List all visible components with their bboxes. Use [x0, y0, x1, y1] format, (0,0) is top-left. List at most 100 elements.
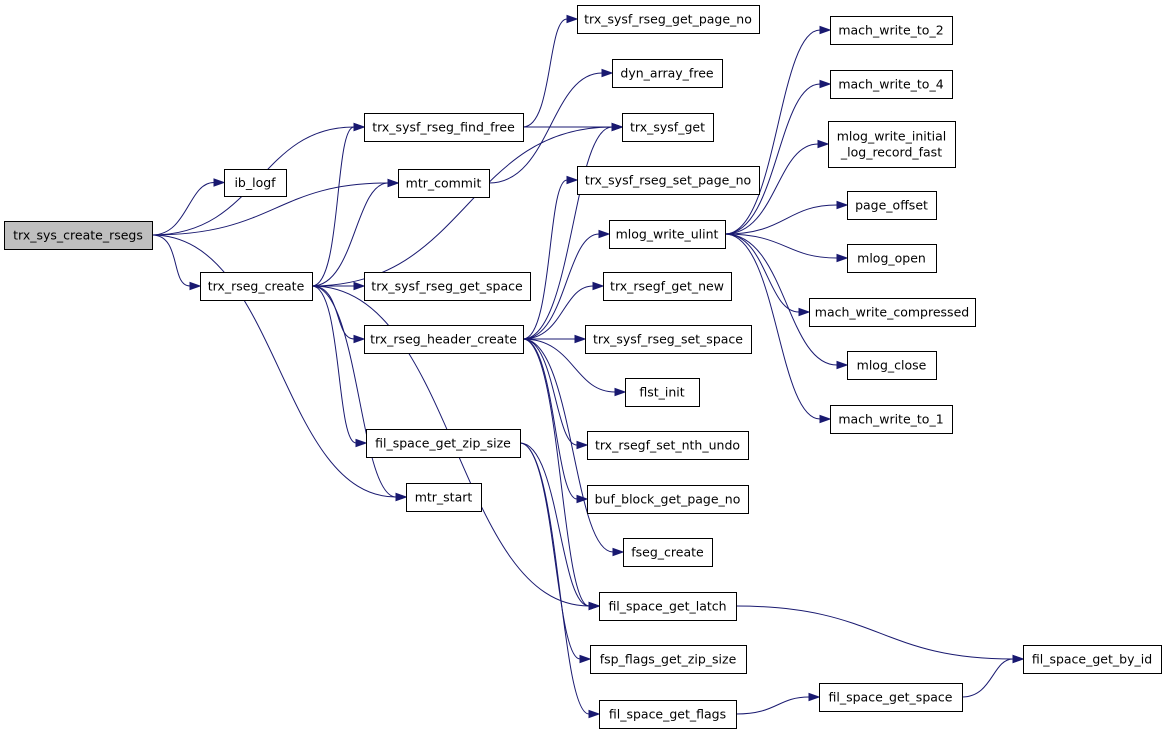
node-mlog-open[interactable]: mlog_open: [847, 244, 937, 273]
node-mach-write-compressed[interactable]: mach_write_compressed: [809, 298, 976, 327]
node-box: [830, 70, 953, 99]
node-label: trx_sysf_rseg_find_free: [372, 120, 515, 135]
node-box: [609, 220, 726, 249]
node-box: [406, 483, 482, 512]
node-fil-space-get-space[interactable]: fil_space_get_space: [819, 683, 963, 712]
arrowhead-trx-sysf-rseg-set-space: [574, 334, 587, 344]
node-mach-write-to-1[interactable]: mach_write_to_1: [830, 405, 953, 434]
node-label: dyn_array_free: [620, 66, 713, 81]
node-mach-write-to-4[interactable]: mach_write_to_4: [830, 70, 953, 99]
node-box: [366, 429, 521, 458]
arrowhead-trx-rsegf-get-new: [592, 281, 605, 291]
edge-fil-space-get-zip-size-to-fsp-flags-get-zip-size: [519, 442, 581, 660]
node-label: trx_sysf_rseg_set_space: [593, 332, 743, 347]
node-box: [847, 244, 937, 273]
edge-fil-space-get-latch-to-fil-space-get-by-id: [735, 605, 1014, 660]
arrowhead-trx-sysf-rseg-set-page-no: [566, 175, 579, 185]
node-label: page_offset: [855, 198, 928, 213]
arrowhead-ib-logf: [213, 178, 226, 187]
node-fil-space-get-zip-size[interactable]: fil_space_get_zip_size: [366, 429, 521, 458]
node-dyn-array-free[interactable]: dyn_array_free: [612, 59, 723, 88]
node-trx-sysf-get[interactable]: trx_sysf_get: [622, 113, 714, 142]
edge-mtr-commit-to-dyn-array-free: [488, 72, 603, 184]
node-box: [809, 298, 976, 327]
node-trx-rseg-header-create[interactable]: trx_rseg_header_create: [364, 325, 524, 354]
edge-mlog-write-ulint-to-mlog-open: [724, 233, 838, 259]
node-fsp-flags-get-zip-size[interactable]: fsp_flags_get_zip_size: [590, 645, 747, 674]
node-box: [398, 169, 490, 198]
node-label: fil_space_get_latch: [608, 599, 726, 614]
node-box: [828, 121, 956, 168]
arrowhead-fsp-flags-get-zip-size: [579, 654, 592, 664]
node-mlog-close[interactable]: mlog_close: [847, 351, 937, 380]
node-box: [599, 700, 737, 729]
arrowhead-mtr-commit: [387, 178, 400, 188]
edge-trx-rseg-header-create-to-mlog-write-ulint: [522, 233, 600, 340]
node-box: [625, 378, 700, 407]
node-box: [364, 272, 531, 301]
node-flst-init[interactable]: flst_init: [625, 378, 700, 407]
node-label: trx_sysf_rseg_get_page_no: [584, 12, 752, 27]
node-box: [577, 5, 760, 34]
node-mach-write-to-2[interactable]: mach_write_to_2: [830, 16, 953, 45]
node-label: fil_space_get_zip_size: [375, 436, 511, 451]
node-mtr-commit[interactable]: mtr_commit: [398, 169, 490, 198]
node-fil-space-get-flags[interactable]: fil_space_get_flags: [599, 700, 737, 729]
edge-fil-space-get-zip-size-to-fil-space-get-flags: [519, 442, 590, 715]
edge-fil-space-get-zip-size-to-fil-space-get-latch: [519, 442, 590, 607]
node-label: mtr_start: [415, 490, 473, 505]
node-label: mlog_write_ulint: [616, 227, 719, 242]
arrowhead-trx-sysf-rseg-get-page-no: [566, 14, 579, 24]
node-fil-space-get-by-id[interactable]: fil_space_get_by_id: [1023, 645, 1162, 674]
node-label: trx_rseg_create: [208, 279, 305, 294]
node-fil-space-get-latch[interactable]: fil_space_get_latch: [599, 592, 737, 621]
edge-mlog-write-ulint-to-mach-write-compressed: [724, 233, 800, 313]
node-trx-sysf-rseg-set-page-no[interactable]: trx_sysf_rseg_set_page_no: [577, 166, 760, 195]
edge-trx-rseg-create-to-trx-sysf-get: [311, 126, 613, 287]
node-mlog-write-ulint[interactable]: mlog_write_ulint: [609, 220, 726, 249]
arrowhead-trx-sysf-rseg-get-space: [353, 281, 366, 291]
node-trx-rsegf-set-nth-undo[interactable]: trx_rsegf_set_nth_undo: [587, 431, 749, 460]
node-trx-rseg-create[interactable]: trx_rseg_create: [200, 272, 313, 301]
node-trx-sysf-rseg-find-free[interactable]: trx_sysf_rseg_find_free: [364, 113, 524, 142]
edge-trx-rseg-header-create-to-trx-sysf-rseg-set-page-no: [522, 179, 568, 340]
node-label: trx_sysf_rseg_get_space: [371, 279, 523, 294]
edge-trx-sys-create-rsegs-to-mtr-commit: [151, 182, 389, 236]
arrowhead-mlog-write-ulint: [598, 229, 611, 239]
node-box: [200, 272, 313, 301]
edge-trx-rseg-header-create-to-trx-rsegf-set-nth-undo: [522, 338, 578, 446]
node-mtr-start[interactable]: mtr_start: [406, 483, 482, 512]
node-trx-rsegf-get-new[interactable]: trx_rsegf_get_new: [603, 272, 732, 301]
node-trx-sysf-rseg-set-space[interactable]: trx_sysf_rseg_set_space: [585, 325, 752, 354]
edge-mlog-write-ulint-to-mach-write-to-4: [724, 83, 821, 235]
edge-trx-rseg-create-to-fil-space-get-zip-size: [311, 285, 357, 444]
node-label: trx_rseg_header_create: [370, 332, 517, 347]
node-box: [364, 325, 524, 354]
node-mlog-write-initial-log-record-fast[interactable]: mlog_write_initial_log_record_fast: [828, 121, 956, 168]
node-trx-sys-create-rsegs[interactable]: trx_sys_create_rsegs: [4, 221, 153, 250]
node-trx-sysf-rseg-get-space[interactable]: trx_sysf_rseg_get_space: [364, 272, 531, 301]
node-box: [590, 645, 747, 674]
edge-fil-space-get-space-to-fil-space-get-by-id: [961, 658, 1014, 698]
node-label: trx_sys_create_rsegs: [13, 228, 143, 243]
node-label: buf_block_get_page_no: [595, 492, 741, 507]
node-page-offset[interactable]: page_offset: [847, 191, 937, 220]
node-fseg-create[interactable]: fseg_create: [623, 538, 713, 567]
node-label: trx_rsegf_set_nth_undo: [595, 438, 740, 453]
arrowhead-trx-sysf-get: [611, 122, 624, 132]
node-buf-block-get-page-no[interactable]: buf_block_get_page_no: [587, 485, 749, 514]
node-label: fil_space_get_space: [829, 690, 953, 705]
edge-mlog-write-ulint-to-mlog-close: [724, 233, 838, 366]
node-box: [4, 221, 153, 250]
node-trx-sysf-rseg-get-page-no[interactable]: trx_sysf_rseg_get_page_no: [577, 5, 760, 34]
node-label: fsp_flags_get_zip_size: [600, 652, 737, 667]
node-label: trx_rsegf_get_new: [610, 279, 724, 294]
node-box: [364, 113, 524, 142]
node-label: mach_write_to_4: [838, 77, 943, 92]
node-label: mlog_close: [857, 358, 927, 373]
edge-trx-sys-create-rsegs-to-mtr-start: [151, 234, 397, 498]
edge-mlog-write-ulint-to-mlog-write-initial-log-record-fast: [724, 143, 819, 235]
node-label: ib_logf: [234, 175, 276, 190]
node-ib-logf[interactable]: ib_logf: [224, 169, 287, 197]
